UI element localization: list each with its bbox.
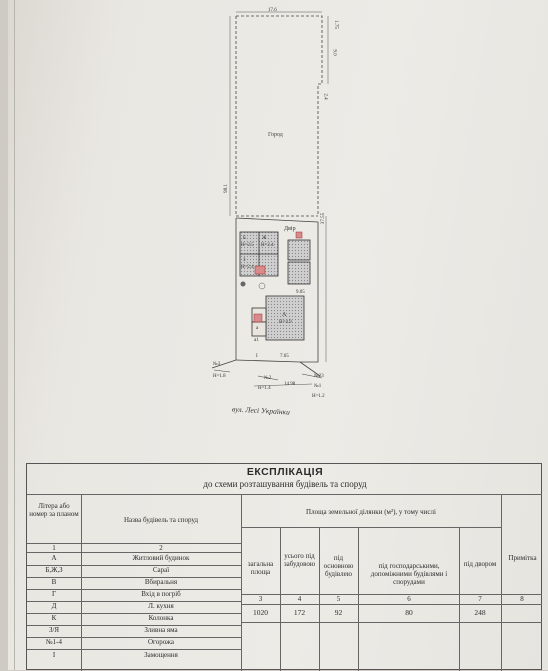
row-letter: А: [51, 554, 57, 562]
dim-right-long: 37.55: [321, 212, 327, 225]
value-total-area: 1020: [253, 608, 268, 617]
dim-right-mid: 9.0: [331, 49, 337, 56]
building-label: Б: [243, 236, 246, 241]
building-height: Н=2.4: [261, 243, 274, 248]
red-marker-entry: [253, 313, 263, 323]
red-marker-shed: [254, 265, 266, 275]
row-letter: І: [52, 651, 56, 659]
row-letter: №1-4: [45, 638, 62, 646]
row-name: Замощення: [144, 651, 178, 659]
value-built-area: 172: [293, 608, 306, 617]
row-letter: Д: [51, 602, 57, 610]
col-letter-header: Літера або номер за планом: [29, 502, 79, 519]
red-marker-kitchen: [295, 231, 303, 239]
col-number: 5: [336, 595, 341, 603]
row-letter: Б,Ж,З: [45, 566, 63, 574]
sub-header-total: загальна площа: [247, 560, 274, 577]
building-label: а: [256, 326, 259, 331]
fence-marker: №3: [213, 362, 221, 367]
col-number: 3: [258, 595, 263, 603]
fence-marker: №23: [314, 374, 324, 379]
row-name: Огорожа: [147, 638, 175, 646]
fence-marker: №2: [264, 376, 272, 381]
building-height: Н=2.4: [241, 265, 254, 270]
garden-label: Город: [268, 132, 283, 138]
row-name: Зливна яма: [144, 626, 178, 634]
col-number: 4: [297, 595, 302, 603]
col-note-header: Примітка: [508, 554, 537, 562]
building-a1-annex: [251, 321, 267, 337]
row-name: Л. кухня: [148, 602, 174, 610]
col-area-header: Площа земельної ділянки (м²), у тому чис…: [306, 508, 436, 516]
sub-header-aux: під господарськими, допоміжними будівлям…: [370, 562, 448, 587]
building-label: а1: [254, 338, 259, 343]
building-d: [287, 239, 311, 261]
row-letter: В: [51, 578, 57, 586]
sub-header-yard: під двором: [463, 560, 497, 568]
row-name: Сараї: [152, 566, 170, 574]
building-label: З: [243, 258, 246, 263]
fence-height: Н=1.2: [312, 394, 325, 399]
dim-house-width: 9.05: [296, 290, 305, 295]
value-main-area: 92: [334, 608, 343, 617]
building-label: Ж: [262, 236, 267, 241]
row-letter: З/Я: [48, 626, 60, 634]
row-name: Вхід в погріб: [141, 590, 181, 598]
row-name: Колонка: [148, 614, 174, 622]
building-height: Н=4.9: [279, 320, 292, 325]
well-marker: [240, 281, 246, 287]
table-title: ЕКСПЛІКАЦІЯ: [246, 466, 324, 478]
fence-height: Н=1.4: [258, 386, 271, 391]
building-height: Н=2.5: [241, 243, 254, 248]
value-yard-area: 248: [474, 608, 486, 617]
explication-table: ЕКСПЛІКАЦІЯ до схеми розташування будіве…: [26, 463, 542, 671]
dim-yard-width: 7.65: [280, 354, 289, 359]
row-name: Житловий будинок: [132, 554, 190, 562]
table-subtitle: до схеми розташування будівель та споруд: [203, 479, 367, 489]
row-letter: Г: [51, 590, 57, 598]
dim-left-long: 98.1: [223, 184, 229, 193]
value-aux-area: 80: [405, 608, 413, 617]
dim-top: 17.6: [268, 8, 277, 13]
yard-label: Двір: [284, 226, 296, 232]
col-number: 8: [520, 595, 524, 603]
row-name: Вбиральня: [144, 578, 178, 586]
fence-marker: №1: [314, 384, 322, 389]
fence-height: Н=1.8: [213, 374, 226, 379]
sub-header-main: під основною будівлею: [323, 554, 354, 579]
sub-header-built: усього під забудовою: [283, 552, 316, 569]
building-v: [287, 261, 311, 285]
page-fold-line: [14, 0, 15, 670]
site-plan: 17.6 1.75 9.0 2.4 37.55 98.1 14.98 7.65 …: [211, 8, 338, 417]
row-letter: К: [51, 614, 57, 622]
site-plan-drawing: [211, 11, 329, 387]
col-number: 7: [478, 595, 482, 603]
building-a-house: [265, 295, 305, 341]
col-number: 1: [52, 544, 56, 552]
dim-right-top: 1.75: [332, 20, 338, 29]
pavement-marker: I: [256, 354, 258, 359]
col-name-header: Назва будівель та споруд: [123, 516, 199, 524]
building-label: А: [282, 312, 287, 318]
dim-right-small: 2.4: [322, 93, 328, 100]
col-number: 6: [407, 595, 411, 603]
dim-bottom: 14.98: [284, 382, 296, 387]
col-number: 2: [159, 544, 163, 552]
